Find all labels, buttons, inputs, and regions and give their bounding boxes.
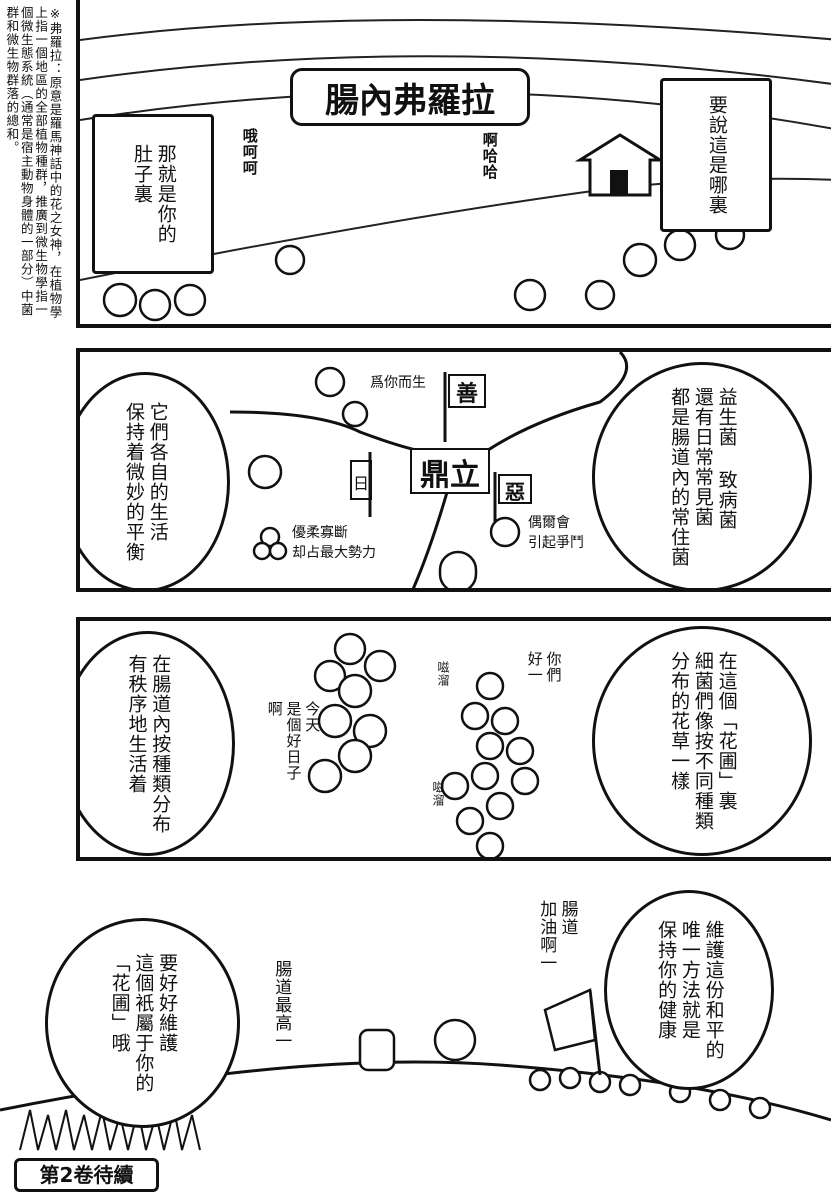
sfx-slurp-2: 嗞溜 (431, 781, 445, 807)
bacteria-crowd-illustration (307, 632, 540, 857)
bubble-line: 「花圃」哦 (108, 953, 131, 1053)
speech-bubble-right: 在這個「花圃」裏細菌們像按不同種類分布的花草一樣 (592, 626, 812, 856)
cheer-line: 腸道 (557, 900, 578, 936)
bubble-line: 這個衹屬于你的 (132, 953, 155, 1093)
bubble-line: 要好好維護 (156, 953, 179, 1053)
label-line: 引起爭鬥 (528, 534, 584, 551)
sfx-slurp-1: 嗞溜 (436, 661, 450, 687)
label-daily: 優柔寡斷却占最大勢力 (292, 524, 376, 563)
panel-1: 腸內弗羅拉 那就是你的肚子裏 要說這是哪裏 哦呵呵 啊哈哈 (76, 0, 831, 328)
bubble-line: 還有日常常見菌 (691, 387, 714, 527)
speech-bubble-right: 維護這份和平的唯一方法就是保持你的健康 (604, 890, 774, 1090)
title-box: 腸內弗羅拉 (290, 68, 530, 126)
label-line: 優柔寡斷 (292, 525, 348, 541)
speech-line: 今天 (303, 701, 322, 733)
speech-bubble-left: 它們各自的生活保持着微妙的平衡 (80, 372, 230, 588)
to-be-continued-label: 第2卷待續 (14, 1158, 159, 1192)
sfx-laugh-left: 哦呵呵 (240, 128, 259, 176)
bubble-line: 它們各自的生活 (146, 402, 169, 542)
speech-bubble-right: 益生菌 致病菌還有日常常見菌都是腸道內的常住菌 (592, 362, 812, 588)
bubble-line: 肚子裏 (131, 144, 153, 204)
flag-bad: 惡 (498, 474, 532, 504)
flag-daily: 日 (350, 460, 372, 500)
speech-bubble-left: 在腸道內按種類分布有秩序地生活着 (80, 631, 235, 856)
speech-line: 啊 (265, 701, 284, 717)
label-good: 爲你而生 (370, 375, 426, 391)
speech-good-day: 今天是個好日子啊 (265, 701, 322, 781)
label-line: 却占最大勢力 (292, 544, 376, 561)
map-center-label: 鼎立 (410, 448, 490, 494)
bubble-line: 益生菌 致病菌 (715, 387, 738, 530)
flag-good: 善 (448, 374, 486, 408)
footnote: ※弗羅拉：原意是羅馬神話中的花之女神，在植物學上指一個地區的全部植物種群，推廣到… (4, 6, 63, 319)
label-bad: 偶爾會引起爭鬥 (528, 514, 584, 553)
bubble-line: 細菌們像按不同種類 (691, 651, 714, 831)
speech-line: 好一 (525, 651, 544, 683)
bubble-line: 要說這是哪裏 (705, 95, 728, 215)
bubble-line: 都是腸道內的常住菌 (668, 387, 691, 567)
bubble-line: 有秩序地生活着 (125, 653, 148, 794)
speech-bubble-left: 要好好維護這個衹屬于你的「花圃」哦 (45, 918, 240, 1128)
speech-hello: 你們好一 (525, 651, 563, 683)
speech-bubble-right: 要說這是哪裏 (660, 78, 772, 232)
bubble-line: 維護這份和平的 (702, 920, 725, 1060)
bubble-line: 分布的花草一樣 (668, 651, 691, 791)
bubble-line: 唯一方法就是 (678, 920, 701, 1040)
house-icon (574, 133, 666, 197)
cheer-line: 加油啊一 (536, 900, 557, 972)
bubble-line: 保持着微妙的平衡 (123, 402, 145, 562)
sfx-laugh-right: 啊哈哈 (480, 132, 499, 180)
cheer-intestine-best: 腸道最高一 (271, 960, 292, 1050)
bubble-line: 在這個「花圃」裏 (715, 651, 738, 811)
speech-line: 是個好日子 (284, 701, 303, 781)
speech-line: 你們 (544, 651, 563, 683)
panel-3: 今天是個好日子啊 你們好一 嗞溜 嗞溜 在腸道內按種類分布有秩序地生活着 在這個… (76, 617, 831, 861)
bubble-line: 在腸道內按種類分布 (149, 653, 172, 834)
bubble-line: 保持你的健康 (655, 920, 678, 1040)
label-line: 偶爾會 (528, 515, 570, 531)
cheer-intestine-go: 腸道加油啊一 (535, 900, 578, 972)
panel-2: 善 惡 日 鼎立 爲你而生 優柔寡斷却占最大勢力 偶爾會引起爭鬥 它們各自的生活… (76, 348, 831, 592)
bubble-line: 那就是你的 (154, 144, 177, 244)
speech-bubble-left: 那就是你的肚子裏 (92, 114, 214, 274)
